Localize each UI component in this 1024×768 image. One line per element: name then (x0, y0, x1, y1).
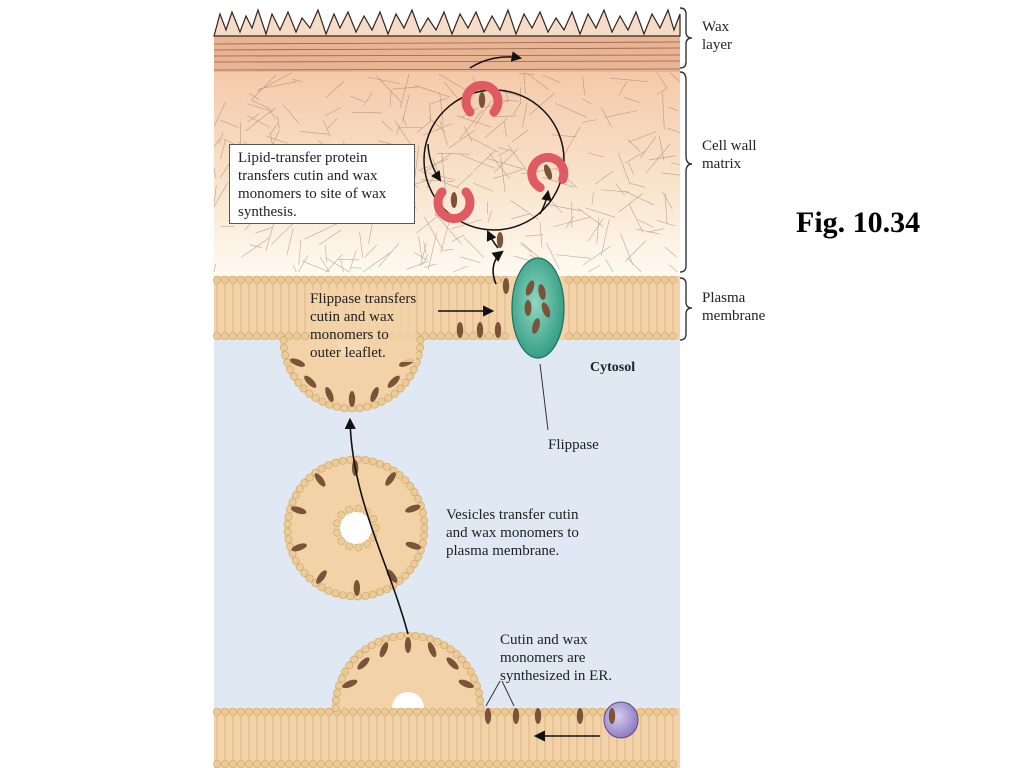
wax-layer-label: Wax layer (702, 19, 732, 53)
flippase-transfer-caption: Flippase transfers cutin and wax monomer… (310, 290, 417, 362)
wax-layer (214, 36, 680, 72)
cytosol-label: Cytosol (590, 360, 636, 375)
vesicles-transfer-caption: Vesicles transfer cutin and wax monomers… (446, 507, 579, 559)
wax-crystals (213, 8, 681, 37)
flippase-label: Flippase (548, 437, 599, 453)
figure-label: Fig. 10.34 (796, 206, 921, 239)
plasma-membrane-label: Plasma membrane (702, 290, 766, 324)
flippase-protein (511, 257, 565, 431)
cell-wall-matrix-label: Cell wall matrix (702, 138, 757, 172)
lipid-transfer-proteins (433, 80, 569, 248)
er-membrane (213, 708, 680, 768)
region-braces (679, 7, 693, 341)
er-synthesis-caption: Cutin and wax monomers are synthesized i… (500, 632, 613, 684)
wax-layer-striations (213, 41, 681, 71)
plasma-membrane (213, 276, 680, 340)
er-synthesis-enzyme (485, 680, 639, 739)
transport-arrows (344, 250, 600, 742)
lipid-transfer-caption: Lipid-transfer protein transfers cutin a… (229, 144, 415, 224)
